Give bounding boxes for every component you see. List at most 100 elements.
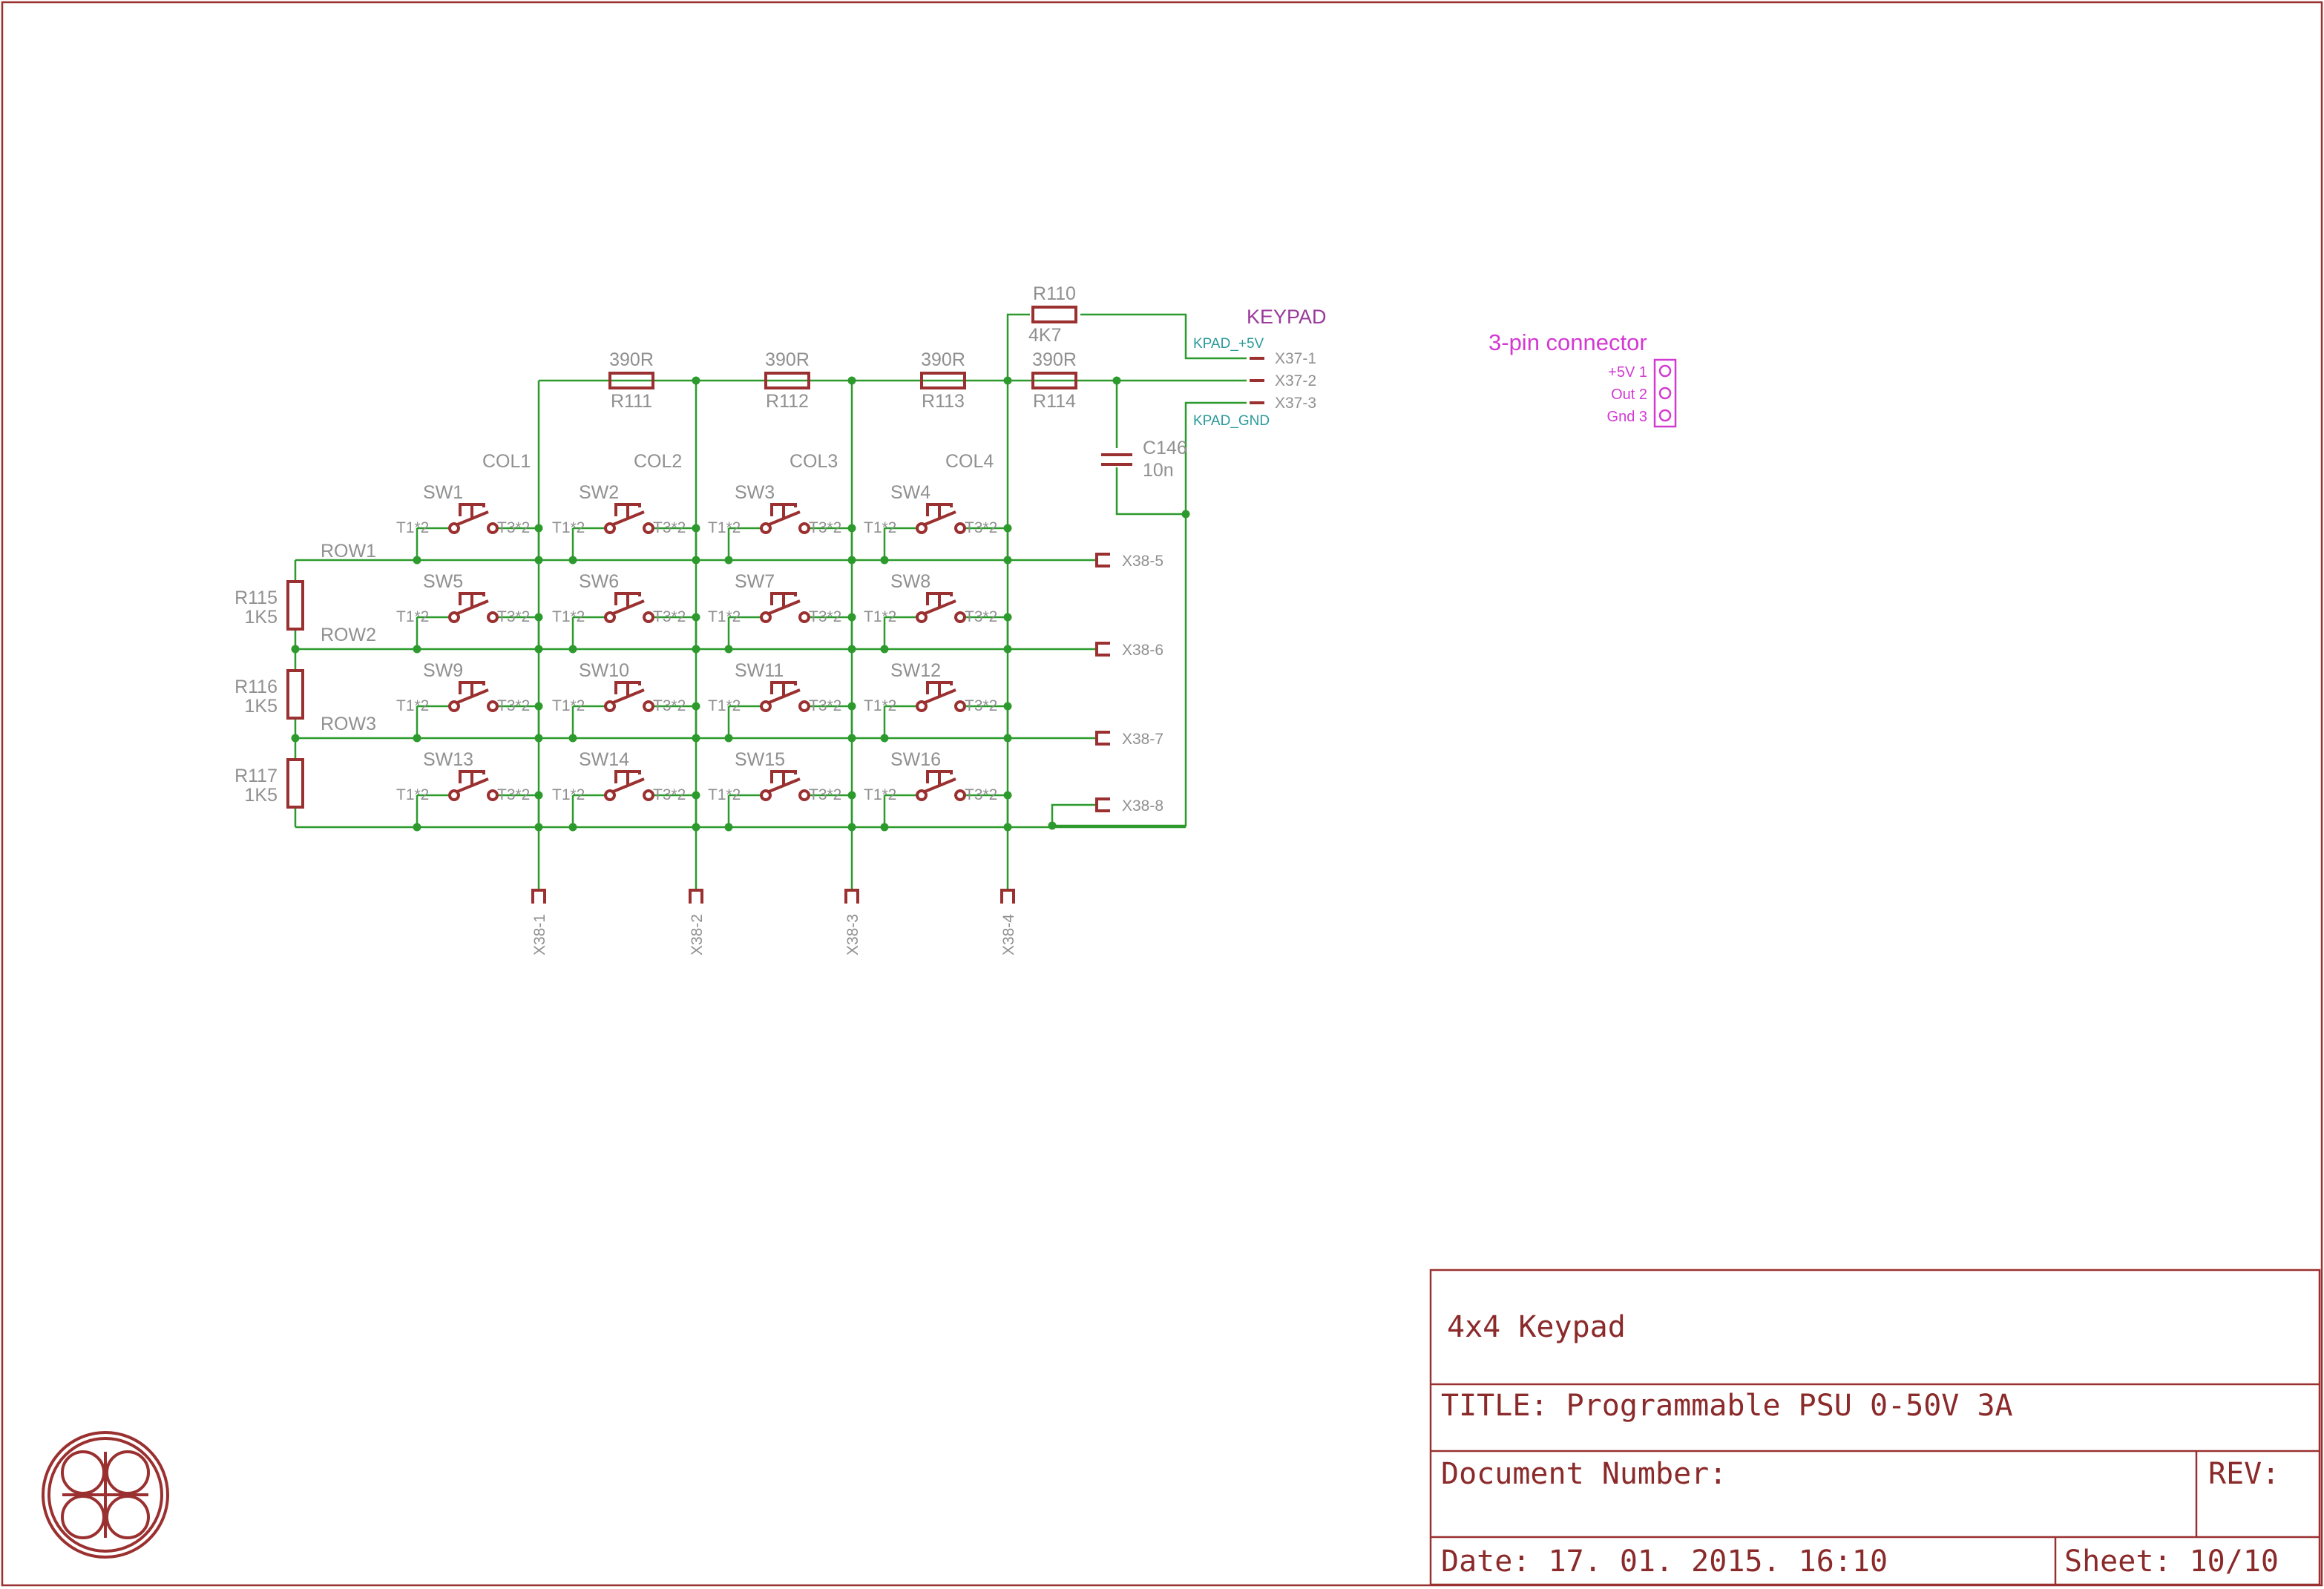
title-block: 4x4 Keypad TITLE: Programmable PSU 0-50V… [1429, 1269, 2321, 1586]
junction-dot [534, 645, 543, 654]
switch-contact [798, 700, 810, 712]
switch-ref: SW15 [735, 749, 785, 770]
connector-pin [689, 889, 703, 904]
switch-contact [604, 789, 616, 801]
switch-terminal-left: T1*2 [552, 786, 585, 803]
junction-dot [1112, 376, 1121, 385]
junction-dot [847, 734, 856, 743]
resistor-r110 [1031, 306, 1077, 323]
switch-terminal-left: T1*2 [552, 608, 585, 625]
switch-ref: SW13 [423, 749, 473, 770]
net-label-kpad-gnd: KPAD_GND [1193, 413, 1270, 429]
switch-terminal-right: T3*2 [653, 519, 686, 536]
switch-lever [455, 777, 489, 794]
resistor-value: 4K7 [1028, 325, 1061, 346]
connector-pin [1095, 553, 1110, 568]
switch-contact [916, 611, 928, 623]
switch-contact [448, 522, 460, 534]
junction-dot [692, 376, 700, 385]
switch-ref: SW12 [890, 660, 941, 681]
switch-contact [916, 522, 928, 534]
switch-terminal-left: T1*2 [864, 697, 896, 714]
switch-contact [487, 700, 499, 712]
switch-terminal-right: T3*2 [809, 786, 841, 803]
column-label: COL2 [634, 451, 682, 472]
resistor-ref: R117 [234, 766, 278, 786]
switch-terminal-left: T1*2 [864, 786, 896, 803]
switch-ref: SW10 [579, 660, 629, 681]
resistor-ref: R110 [1033, 283, 1076, 304]
switch-terminal-left: T1*2 [396, 608, 429, 625]
switch-contact [487, 522, 499, 534]
switch-terminal-right: T3*2 [653, 697, 686, 714]
switch-sw5 [417, 592, 539, 623]
switch-terminal-left: T1*2 [396, 697, 429, 714]
resistor-value: 1K5 [245, 696, 278, 717]
resistor-value: 390R [1032, 349, 1077, 370]
switch-lever [922, 777, 956, 794]
junction-dot [724, 645, 733, 654]
switch-contact [487, 611, 499, 623]
switch-terminal-left: T1*2 [864, 608, 896, 625]
switch-terminal-left: T1*2 [396, 519, 429, 536]
junction-dot [568, 645, 577, 654]
connector-hole-icon [1658, 386, 1672, 400]
switch-lever [767, 510, 801, 527]
switch-sw13 [417, 770, 539, 801]
switch-lever [611, 688, 645, 705]
company-logo-icon [42, 1431, 169, 1559]
connector-pin-label: X38-8 [1122, 797, 1163, 815]
resistor-r117 [286, 758, 304, 809]
labels: 390RR111390RR112390RR113390RR114R1104K7R… [234, 283, 1647, 955]
switch-terminal-right: T3*2 [965, 519, 997, 536]
switch-ref: SW3 [735, 482, 775, 503]
switch-contact [760, 789, 772, 801]
junction-dot [880, 823, 889, 832]
switch-lever [611, 510, 645, 527]
switch-sw10 [573, 681, 696, 712]
junction-dot [413, 734, 421, 743]
switch-terminal-right: T3*2 [497, 608, 530, 625]
row-label: ROW2 [321, 625, 376, 645]
switch-contact [448, 611, 460, 623]
switch-lever [922, 688, 956, 705]
resistor-r112 [764, 372, 810, 389]
switch-ref: SW1 [423, 482, 463, 503]
switch-contact [604, 522, 616, 534]
switch-contact [954, 522, 966, 534]
switch-sw15 [729, 770, 852, 801]
connector-legend-pin: +5V 1 [1608, 364, 1647, 381]
switch-contact [643, 522, 654, 534]
switch-terminal-right: T3*2 [809, 519, 841, 536]
junction-dot [291, 734, 300, 743]
row-label: ROW3 [321, 714, 376, 734]
switch-sw11 [729, 681, 852, 712]
switch-terminal-left: T1*2 [396, 786, 429, 803]
junction-dot [1003, 556, 1012, 565]
switch-lever [767, 777, 801, 794]
connector-hole-icon [1658, 409, 1672, 422]
switch-terminal-right: T3*2 [497, 519, 530, 536]
switch-terminal-right: T3*2 [653, 786, 686, 803]
switch-ref: SW9 [423, 660, 463, 681]
connector-pin-label: X38-7 [1122, 731, 1163, 748]
resistor-value: 390R [921, 349, 965, 370]
junction-dot [1003, 645, 1012, 654]
sheet-title: TITLE: Programmable PSU 0-50V 3A [1441, 1389, 2013, 1423]
connector-pin [844, 889, 859, 904]
switch-contact [448, 700, 460, 712]
connector-legend-pin: Out 2 [1611, 386, 1647, 403]
switch-ref: SW16 [890, 749, 941, 770]
resistor-value: 1K5 [245, 785, 278, 806]
switch-terminal-right: T3*2 [653, 608, 686, 625]
switch-terminal-left: T1*2 [708, 786, 741, 803]
switch-terminal-right: T3*2 [809, 608, 841, 625]
connector-pin-label: X38-6 [1122, 642, 1163, 659]
resistor-ref: R112 [766, 391, 809, 412]
resistor-ref: R113 [922, 391, 965, 412]
switch-contact [760, 700, 772, 712]
sheet-number: Sheet: 10/10 [2064, 1544, 2279, 1579]
switch-contact [643, 700, 654, 712]
